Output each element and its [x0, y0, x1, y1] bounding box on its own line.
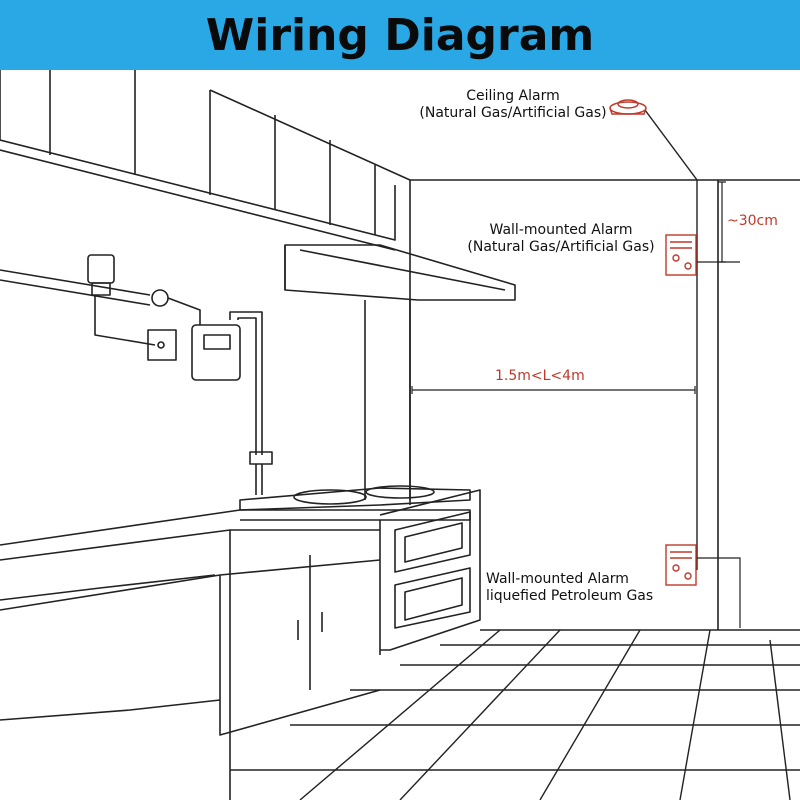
wall-alarm-natural-gas: (Natural Gas/Artificial Gas)	[467, 239, 655, 255]
ceiling-offset-label: ~30cm	[727, 213, 778, 229]
wall-alarm-natural-label: Wall-mounted Alarm (Natural Gas/Artifici…	[446, 222, 676, 256]
ceiling-alarm-gas: (Natural Gas/Artificial Gas)	[419, 105, 607, 121]
wall-alarm-lpg-label: Wall-mounted Alarm liquefied Petroleum G…	[486, 571, 653, 605]
lpg-height-guide	[697, 557, 741, 628]
range-hood	[284, 244, 516, 500]
wall-alarm-lpg-icon	[665, 544, 697, 586]
distance-label: 1.5m<L<4m	[495, 368, 585, 384]
wall-alarm-natural-icon	[665, 234, 697, 276]
title-banner: Wiring Diagram	[0, 0, 800, 70]
cooktop	[239, 485, 481, 651]
counter-cabinets	[0, 509, 471, 800]
wall-alarm-lpg-gas: liquefied Petroleum Gas	[486, 588, 654, 604]
upper-cabinets	[0, 70, 411, 251]
dimension-distance	[411, 386, 696, 394]
floor-tiles	[230, 629, 800, 800]
ceiling-alarm-label: Ceiling Alarm (Natural Gas/Artificial Ga…	[398, 88, 628, 122]
ceiling-alarm-title: Ceiling Alarm	[466, 88, 560, 104]
wall-alarm-lpg-title: Wall-mounted Alarm	[486, 571, 629, 587]
gas-meter-assembly	[0, 254, 273, 495]
alarm-wiring	[644, 109, 698, 570]
page-title: Wiring Diagram	[205, 9, 595, 61]
kitchen-scene	[0, 70, 800, 800]
dimension-30cm	[697, 181, 740, 263]
ceiling-alarm-icon	[609, 99, 647, 115]
wall-alarm-natural-title: Wall-mounted Alarm	[489, 222, 633, 238]
